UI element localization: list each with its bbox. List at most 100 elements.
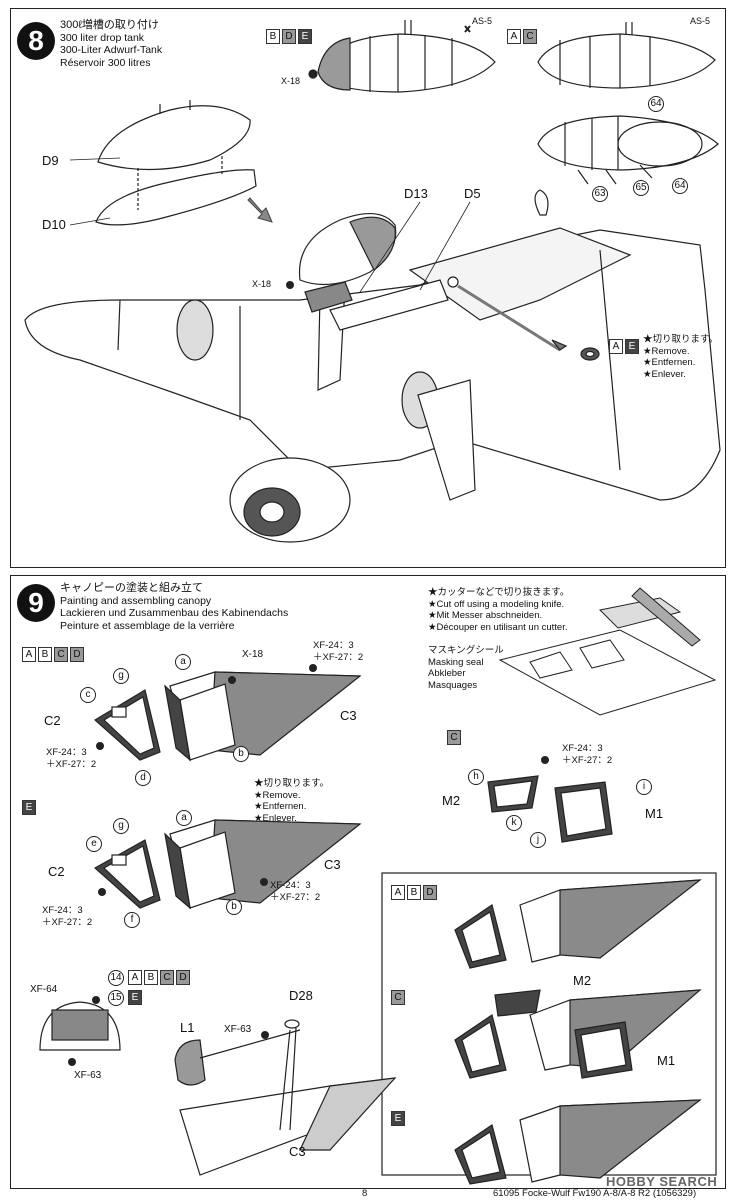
variant-14-d: D: [176, 970, 190, 985]
paint-callout-4: XF-24：3 ＋XF-27：2: [42, 905, 92, 928]
paint-2-b: ＋XF-27：2: [46, 758, 97, 770]
drop-tank-exploded: [95, 100, 257, 226]
paint-callout-1: XF-24：3 ＋XF-27：2: [313, 640, 363, 663]
label-c2-e: C2: [48, 864, 65, 879]
letter-f-e: f: [124, 912, 140, 928]
canopy-c3-e: [164, 819, 362, 910]
remove-note-9-jp: ★切り取ります。: [254, 778, 330, 789]
leader-lines: [69, 157, 471, 293]
letter-a-top: a: [175, 654, 191, 670]
assembly-e: [454, 1099, 702, 1185]
variant-14-c: C: [160, 970, 174, 985]
remove-note-de: ★Entfernen.: [643, 357, 696, 368]
paint-pins: [68, 664, 549, 1066]
inset-variant-c: C: [391, 990, 405, 1005]
step-9-title: キャノピーの塗装と組み立て Painting and assembling ca…: [60, 582, 288, 632]
paint-4-b: ＋XF-27：2: [42, 916, 93, 928]
label-d9: D9: [42, 153, 59, 168]
label-c3-e: C3: [324, 857, 341, 872]
step-8-remove-note: ★切り取ります。 ★Remove. ★Entfernen. ★Enlever.: [643, 334, 718, 380]
step-8-title: 300ℓ増槽の取り付け 300 liter drop tank 300-Lite…: [60, 19, 162, 69]
paint-2-a: XF-24：3: [46, 747, 87, 758]
masking-en: Masking seal: [428, 656, 484, 668]
step-8-number: 8: [17, 22, 55, 60]
step-9-cut-note: ★カッターなどで切り抜きます。 ★Cut off using a modelin…: [428, 587, 569, 633]
inset-variant-e: E: [391, 1111, 405, 1126]
inset-variant-d: D: [423, 885, 437, 900]
label-as5-a: AS-5: [472, 16, 493, 26]
assembly-abd: [454, 879, 702, 969]
remove-note-9-en: ★Remove.: [254, 789, 301, 801]
letter-h: h: [468, 769, 484, 785]
watermark: HOBBY SEARCH: [606, 1174, 718, 1189]
paint-5-a: XF-24：3: [270, 880, 311, 891]
label-xf64: XF-64: [30, 984, 58, 995]
paint-callout-3: XF-24：3 ＋XF-27：2: [562, 743, 612, 766]
letter-c-top: c: [80, 687, 96, 703]
label-c3-top: C3: [340, 708, 357, 723]
inset-variant-c-box: C: [391, 987, 407, 1005]
paint-1-b: ＋XF-27：2: [313, 651, 364, 663]
step-9-title-en: Painting and assembling canopy: [60, 594, 212, 607]
variant-box-c3: C: [54, 647, 68, 662]
variant-box-d: D: [282, 29, 296, 44]
variant-box-e3: E: [22, 800, 36, 815]
letter-b-e: b: [226, 899, 242, 915]
letter-i: i: [636, 779, 652, 795]
footer-text: 61095 Focke-Wulf Fw190 A-8/A-8 R2 (10563…: [493, 1188, 697, 1199]
masking-sheet: [498, 587, 717, 716]
variant-box-c: C: [523, 29, 537, 44]
footer-page: 8: [362, 1188, 368, 1199]
drop-tank-installed: [298, 213, 397, 286]
canopy-frame-c2-e: [93, 839, 161, 909]
cut-note-fr: ★Découper en utilisant un cutter.: [428, 621, 568, 633]
step-9-title-de: Lackieren und Zusammenbau des Kabinendac…: [60, 607, 289, 620]
step-9-variant-e: E: [22, 797, 38, 815]
paint-3-b: ＋XF-27：2: [562, 754, 613, 766]
remove-note-fr: ★Enlever.: [643, 368, 686, 380]
assembly-c: [454, 989, 702, 1079]
step-8-title-de: 300-Liter Adwurf-Tank: [60, 44, 163, 57]
step-9-number: 9: [17, 584, 55, 622]
direction-arrow: [247, 197, 273, 223]
cut-note-jp: ★カッターなどで切り抜きます。: [428, 587, 570, 598]
decal-14: 14: [108, 970, 124, 986]
step-9-title-jp: キャノピーの塗装と組み立て: [60, 582, 203, 594]
variant-box-a3: A: [22, 647, 36, 662]
label-xf63-a: XF-63: [74, 1070, 102, 1081]
headrest-part: [39, 1001, 121, 1051]
decal-63: 63: [592, 186, 608, 202]
variant-box-b3: B: [38, 647, 52, 662]
tank-rack: [304, 276, 600, 361]
decal-65: 65: [633, 180, 649, 196]
label-d5: D5: [464, 186, 481, 201]
step-9-remove-note: ★切り取ります。 ★Remove. ★Entfernen. ★Enlever.: [254, 778, 329, 824]
variant-14-a: A: [128, 970, 142, 985]
label-x18-top: X-18: [281, 76, 301, 86]
letter-g-top: g: [113, 668, 129, 684]
letter-a-e: a: [176, 810, 192, 826]
drop-tank-view-bde: [308, 20, 496, 93]
label-c3-bottom: C3: [289, 1144, 306, 1159]
variant-box-b: B: [266, 29, 280, 44]
variant-box-e: E: [298, 29, 312, 44]
label-xf63-b: XF-63: [224, 1024, 252, 1035]
variant-box-a: A: [507, 29, 521, 44]
canopy-frame-c2-top: [93, 689, 161, 761]
remove-note-en: ★Remove.: [643, 345, 690, 357]
decal-64-b: 64: [672, 178, 688, 194]
remove-note-9-fr: ★Enlever.: [254, 812, 297, 824]
variant-box-c4: C: [447, 730, 461, 745]
variant-box-e2: E: [625, 339, 639, 354]
variant-box-d3: D: [70, 647, 84, 662]
cut-note-de: ★Mit Messer abschneiden.: [428, 610, 543, 621]
step-9-title-fr: Peinture et assemblage de la verrière: [60, 619, 235, 632]
label-m1-a: M1: [645, 806, 664, 821]
masking-fr: Masquages: [428, 679, 478, 691]
step-8-title-fr: Réservoir 300 litres: [60, 56, 151, 69]
